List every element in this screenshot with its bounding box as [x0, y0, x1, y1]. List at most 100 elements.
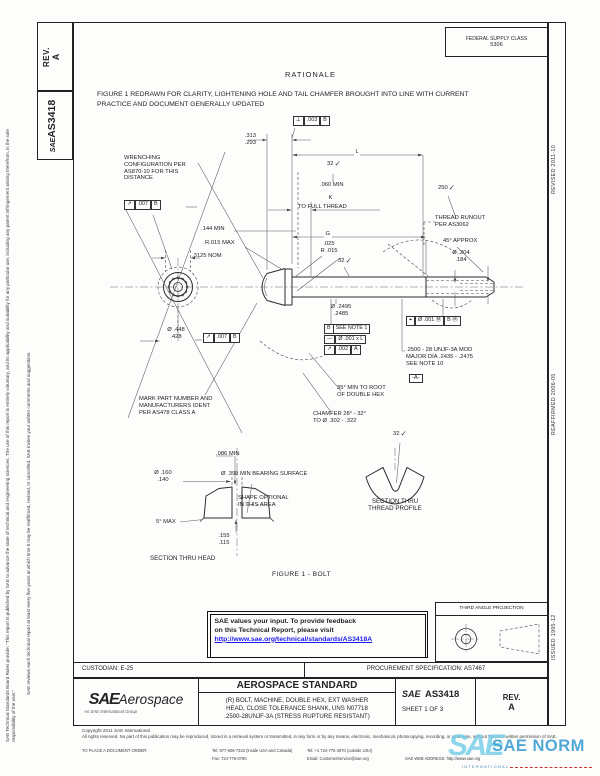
doc-number: AS3418 [424, 689, 460, 700]
label-head-height: .313 .293 [244, 133, 256, 146]
fcf-head-symbol: ⊥ [293, 116, 304, 126]
feedback-line-1: SAE values your input. To provide feedba… [214, 617, 357, 625]
finish-32-shank: 32✓ [338, 257, 352, 265]
sae-logo: SAE [402, 689, 421, 699]
brand-subtitle: An SAE International Group [84, 708, 138, 714]
datum-note: SEE NOTE 1 [333, 324, 371, 334]
fcf-head-tol: .003 [303, 116, 321, 126]
fsc-box: FEDERAL SUPPLY CLASS 5306 [445, 27, 548, 57]
feedback-link[interactable]: http://www.sae.org/technical/standards/A… [214, 635, 373, 643]
label-chamfer: CHAMFER 28° - 32° TO Ø .302 - .322 [313, 411, 366, 424]
label-448-dia: Ø .448 .428 [167, 327, 185, 340]
runout-datum: A [351, 345, 361, 355]
doc-tab-box [37, 91, 73, 160]
custodian-cell: CUSTODIAN: E-25 [74, 663, 305, 677]
caption-section-thread: SECTION THRU THREAD PROFILE [368, 498, 422, 512]
label-2495-dia: Ø .2495 .2485 [330, 304, 352, 317]
label-r015-max: R.015 MAX [205, 240, 235, 246]
sae-aerospace-logo: SAEAerospace [89, 691, 183, 709]
label-155-depth: .155 .115 [218, 533, 230, 546]
rev-tab: REV. A [42, 28, 69, 86]
label-3125-nom: .3125 NOM [192, 253, 222, 259]
tel-us: Tel: 877-606-7323 (inside USA and Canada… [212, 748, 293, 753]
runout-tol: .002 [334, 345, 352, 355]
revision-history-strip: ISSUED 1995-12 REAFFIRMED 2006-05 REVISE… [551, 145, 562, 660]
rationale-line-1: FIGURE 1 REDRAWN FOR CLARITY, LIGHTENING… [97, 91, 469, 98]
straightness-icon: — [324, 334, 336, 344]
label-086-min: .086 MIN [216, 451, 240, 457]
doc-number-tab: AS3418 [46, 99, 58, 138]
label-to-full-thread: TO FULL THREAD [298, 204, 347, 210]
surface-finish-icon: ✓ [448, 183, 455, 192]
fcf-flange-symbol: ↗ [203, 333, 214, 343]
centerlines [110, 258, 525, 556]
sae-logo-small: SAE [50, 137, 57, 153]
label-marking: MARK PART NUMBER AND MANUFACTURERS IDENT… [139, 396, 213, 416]
finish-value: 250 [438, 185, 448, 191]
label-shape-optional: SHAPE OPTIONAL IN THIS AREA [238, 495, 289, 508]
fax: Fax: 724-776-0790 [212, 756, 247, 761]
projection-box: THIRD ANGLE PROJECTION [435, 602, 548, 662]
web-address: SAE WEB ADDRESS: http://www.sae.org [405, 756, 481, 761]
fcf-straightness-row: —Ø .001 x L [324, 334, 371, 344]
reaffirmed-date: REAFFIRMED 2006-05 [551, 373, 557, 436]
fcf-flange-datum: B [230, 333, 240, 343]
label-K: K [327, 195, 334, 202]
title-block: SAEAerospace An SAE International Group … [73, 678, 548, 726]
sae-logo: SAE [88, 690, 120, 708]
feedback-line-2: on this Technical Report, please visit [214, 626, 334, 634]
caption-section-head: SECTION THRU HEAD [150, 555, 216, 562]
title-line-3: .2500-28UNJF-3A (STRESS RUPTURE RESISTAN… [224, 713, 370, 720]
label-thread-runout: THREAD RUNOUT PER AS3062 [435, 215, 486, 228]
label-r025-015: .025 R .015 [320, 241, 338, 254]
rationale-text: FIGURE 1 REDRAWN FOR CLARITY, LIGHTENING… [97, 90, 557, 109]
rationale-line-2: PRACTICE AND DOCUMENT GENERALLY UPDATED [97, 100, 265, 108]
section-thru-head [179, 455, 275, 533]
fcf-wrench-datum: B [151, 200, 161, 210]
procurement-cell: PROCUREMENT SPECIFICATION: AS7467 [366, 666, 486, 672]
surface-finish-icon: ✓ [400, 429, 407, 438]
finish-32-thread-root: 32✓ [393, 429, 407, 438]
brand-cell: SAEAerospace An SAE International Group [74, 679, 199, 725]
position-datum: B Ⓜ [444, 316, 461, 326]
order-label: TO PLACE A DOCUMENT ORDER: [82, 748, 148, 753]
label-G: G [324, 231, 332, 238]
third-angle-symbol [451, 623, 540, 655]
rev-cell: REV. A [476, 679, 547, 725]
rev-tab-label: REV. [42, 47, 51, 67]
issued-date: ISSUED 1995-12 [551, 614, 557, 660]
section-thru-thread [365, 442, 425, 505]
label-wrenching-note: WRENCHING CONFIGURATION PER AS870-10 FOR… [124, 155, 186, 182]
finish-value: 32 [393, 431, 400, 437]
rationale-title: RATIONALE [285, 70, 336, 79]
sheet-number: SHEET 1 OF 3 [402, 706, 444, 713]
fsc-value: 5306 [490, 42, 503, 48]
rev-label: REV. [502, 692, 521, 702]
standard-title-cell: AEROSPACE STANDARD (R) BOLT, MACHINE, DO… [199, 679, 396, 725]
rev-tab-value: A [51, 53, 61, 61]
surface-finish-icon: ✓ [334, 159, 341, 168]
label-45-approx: 45° APPROX [443, 238, 478, 244]
rev-tab-box [37, 22, 73, 91]
label-thread-spec: .2500 - 28 UNJF-3A MOD MAJOR DIA .2435 -… [406, 347, 474, 367]
position-tol: Ø .001 Ⓜ [415, 316, 445, 326]
fcf-wrench-tol: .007 [134, 200, 152, 210]
finish-32-head: 32✓ [327, 159, 341, 168]
fcf-wrench-symbol: ↗ [124, 200, 135, 210]
projection-title: THIRD ANGLE PROJECTION [436, 603, 547, 616]
label-160-dia: Ø .160 .140 [154, 470, 172, 483]
legal-text: All rights reserved. No part of this pub… [82, 734, 557, 739]
fcf-flange-tol: .007 [213, 333, 231, 343]
finish-250-thread: 250✓ [438, 183, 455, 192]
title-line-2: HEAD, CLOSE TOLERANCE SHANK, UNS N07718 [226, 705, 368, 712]
fsc-label: FEDERAL SUPPLY CLASS [465, 36, 528, 42]
label-204-dia: Ø .204 .184 [452, 250, 470, 263]
label-35-root: 35° MIN TO ROOT OF DOUBLE HEX [337, 385, 386, 398]
